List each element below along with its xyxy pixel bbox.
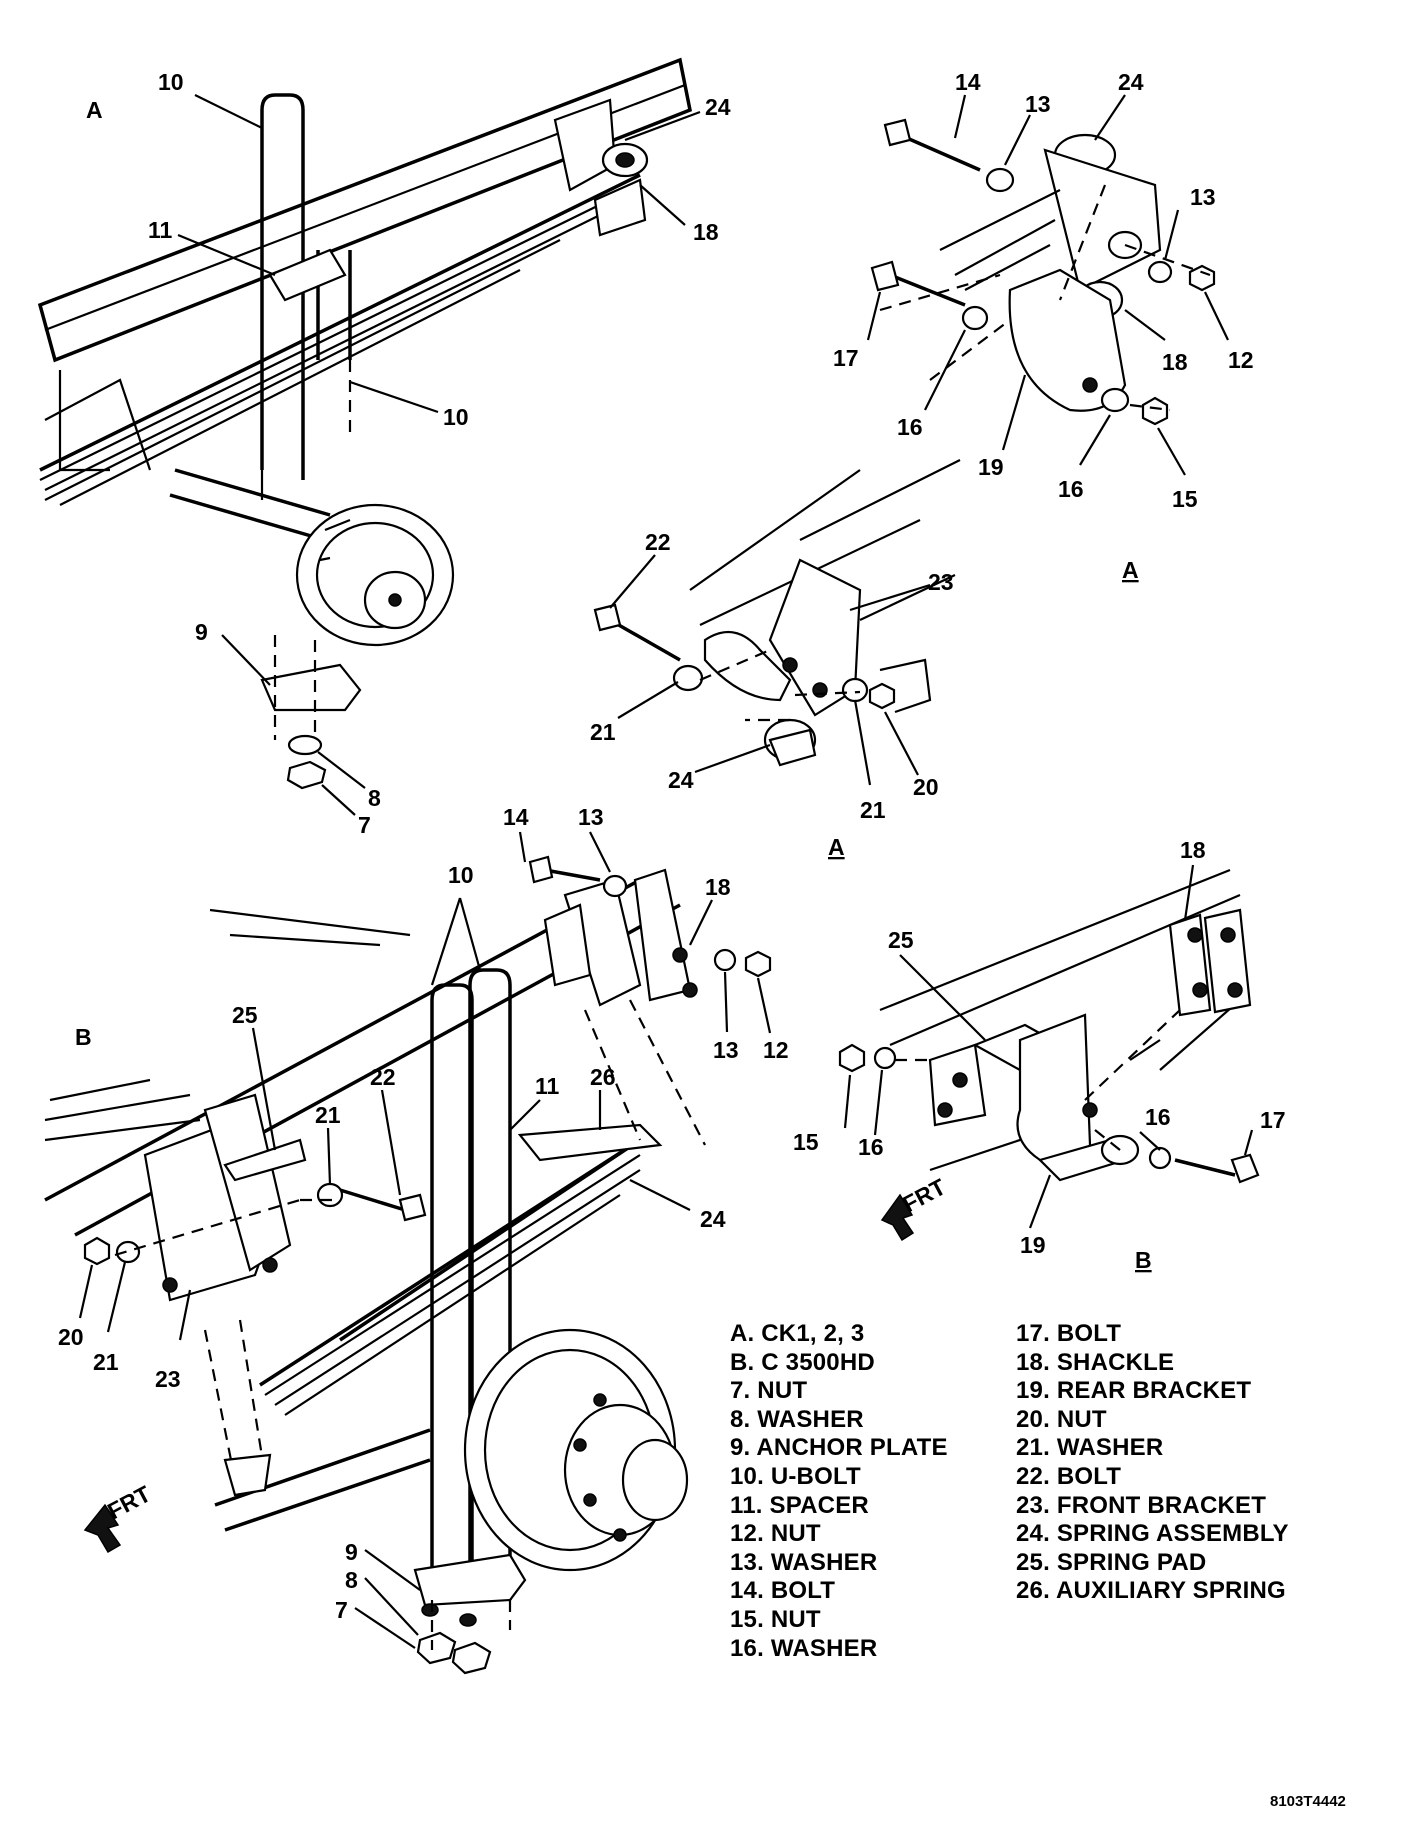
callout-16-washer: 16 (1145, 1104, 1171, 1130)
legend-item: 12. NUT (730, 1520, 821, 1548)
callout-18-shackle: 18 (1180, 837, 1206, 863)
view-a-rear-hanger-detail (866, 94, 1229, 476)
callout-24-spring-assembly: 24 (705, 94, 731, 120)
callout-12-nut: 12 (763, 1037, 789, 1063)
callout-10-u-bolt: 10 (448, 862, 474, 888)
callout-19-rear-bracket: 19 (978, 454, 1004, 480)
callout-17-bolt: 17 (1260, 1107, 1286, 1133)
callout-7-nut: 7 (358, 812, 371, 838)
callout-26-auxiliary-spring: 26 (590, 1064, 616, 1090)
legend-item: 18. SHACKLE (1016, 1348, 1175, 1376)
callout-10-u-bolt: 10 (158, 69, 184, 95)
callout-7-nut: 7 (335, 1597, 348, 1623)
callout-18-shackle: 18 (705, 874, 731, 900)
callout-9-anchor-plate: 9 (195, 619, 208, 645)
view-b-label: B (75, 1024, 92, 1050)
legend-item: 21. WASHER (1016, 1434, 1164, 1462)
legend-item: 7. NUT (730, 1377, 808, 1405)
legend-item: 19. REAR BRACKET (1016, 1377, 1252, 1405)
frt-direction-label: FRT (898, 1173, 950, 1217)
view-a-label: A (86, 97, 103, 123)
callout-11-spacer: 11 (535, 1073, 560, 1099)
view-a-label: A (1122, 557, 1139, 583)
view-b-main-assembly (44, 831, 772, 1675)
callout-24-spring-assembly: 24 (700, 1206, 726, 1232)
callout-13-washer: 13 (1025, 91, 1051, 117)
view-a-label: A (828, 834, 845, 860)
legend-item: 22. BOLT (1016, 1462, 1122, 1490)
callout-20-nut: 20 (58, 1324, 84, 1350)
legend-item: 26. AUXILIARY SPRING (1016, 1577, 1286, 1605)
callout-13-washer: 13 (713, 1037, 739, 1063)
legend-item: 14. BOLT (730, 1577, 836, 1605)
callout-16-washer: 16 (1058, 476, 1084, 502)
legend-item: 9. ANCHOR PLATE (730, 1434, 948, 1462)
legend-item: 8. WASHER (730, 1405, 864, 1433)
view-a-main-assembly (37, 57, 701, 816)
callout-24-spring-assembly: 24 (1118, 69, 1144, 95)
callout-8-washer: 8 (345, 1567, 358, 1593)
legend-item: 17. BOLT (1016, 1320, 1122, 1347)
legend-item: A. CK1, 2, 3 (730, 1320, 865, 1347)
callout-17-bolt: 17 (833, 345, 859, 371)
parts-legend-right: 17. BOLT 18. SHACKLE 19. REAR BRACKET 20… (1016, 1320, 1289, 1606)
callout-23-front-bracket: 23 (155, 1366, 181, 1392)
callout-9-anchor-plate: 9 (345, 1539, 358, 1565)
callout-10-u-bolt: 10 (443, 404, 469, 430)
legend-item: 24. SPRING ASSEMBLY (1016, 1520, 1289, 1548)
legend-item: 23. FRONT BRACKET (1016, 1491, 1267, 1519)
callout-22-bolt: 22 (645, 529, 671, 555)
callout-16-washer: 16 (897, 414, 923, 440)
figure-id-label: 8103T4442 (1270, 1793, 1346, 1810)
callout-14-bolt: 14 (955, 69, 981, 95)
legend-item: 20. NUT (1016, 1405, 1107, 1433)
legend-item: 10. U-BOLT (730, 1462, 861, 1490)
callout-25-spring-pad: 25 (888, 927, 914, 953)
legend-item: 11. SPACER (730, 1491, 869, 1519)
callout-23-front-bracket: 23 (928, 569, 954, 595)
callout-18-shackle: 18 (693, 219, 719, 245)
legend-item: 16. WASHER (730, 1634, 878, 1662)
view-b-rear-bracket-detail (838, 864, 1260, 1242)
callout-13-washer: 13 (578, 804, 604, 830)
callout-19-rear-bracket: 19 (1020, 1232, 1046, 1258)
callout-13-washer: 13 (1190, 184, 1216, 210)
legend-item: 13. WASHER (730, 1548, 878, 1576)
parts-legend-left: A. CK1, 2, 3 B. C 3500HD 7. NUT 8. WASHE… (730, 1320, 948, 1663)
callout-20-nut: 20 (913, 774, 939, 800)
callout-15-nut: 15 (1172, 486, 1198, 512)
view-a-front-bracket-detail (593, 459, 961, 786)
callout-21-washer: 21 (590, 719, 616, 745)
callout-14-bolt: 14 (503, 804, 529, 830)
callout-22-bolt: 22 (370, 1064, 396, 1090)
callout-8-washer: 8 (368, 785, 381, 811)
legend-item: 15. NUT (730, 1605, 821, 1633)
callout-15-nut: 15 (793, 1129, 819, 1155)
callout-21-washer: 21 (315, 1102, 341, 1128)
callout-11-spacer: 11 (148, 217, 173, 243)
legend-item: 25. SPRING PAD (1016, 1548, 1207, 1576)
legend-item: B. C 3500HD (730, 1348, 875, 1376)
callout-24-spring-assembly: 24 (668, 767, 694, 793)
callout-12-nut: 12 (1228, 347, 1254, 373)
frt-direction-label: FRT (103, 1480, 155, 1524)
callout-25-spring-pad: 25 (232, 1002, 258, 1028)
view-b-label: B (1135, 1247, 1152, 1273)
callout-16-washer: 16 (858, 1134, 884, 1160)
callout-18-shackle: 18 (1162, 349, 1188, 375)
callout-21-washer: 21 (860, 797, 886, 823)
callout-21-washer: 21 (93, 1349, 119, 1375)
